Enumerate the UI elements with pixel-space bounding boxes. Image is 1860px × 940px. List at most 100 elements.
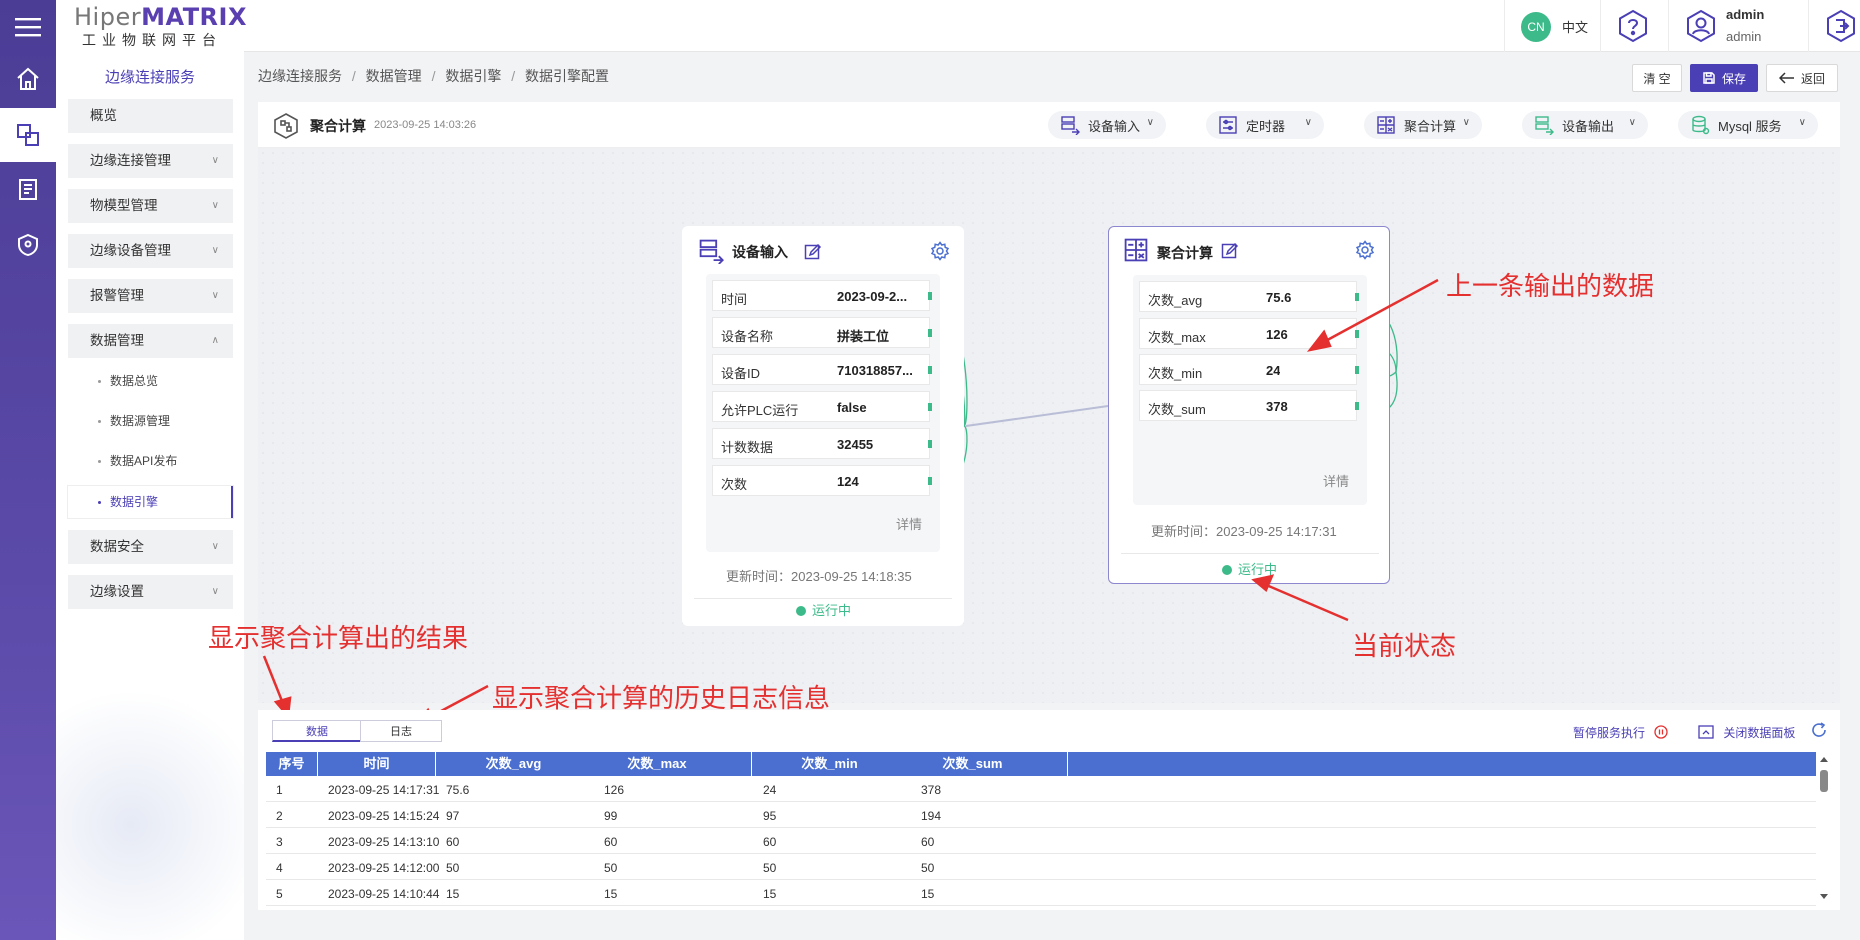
- rail-security-button[interactable]: [0, 218, 56, 272]
- column-header[interactable]: 次数_sum: [878, 752, 1068, 776]
- language-badge[interactable]: CN: [1521, 12, 1551, 42]
- detail-link[interactable]: 详情: [1323, 474, 1350, 489]
- language-label[interactable]: 中文: [1562, 20, 1589, 35]
- menu-toggle-button[interactable]: [0, 0, 56, 54]
- save-button[interactable]: 保存: [1690, 64, 1758, 92]
- output-port[interactable]: [1355, 293, 1359, 301]
- back-label: 返回: [1800, 71, 1825, 86]
- field-key: 次数: [721, 477, 748, 492]
- output-port[interactable]: [1355, 402, 1359, 410]
- submenu-item-label: 数据总览: [110, 374, 159, 388]
- update-time: 更新时间：2023-09-25 14:17:31: [1151, 524, 1337, 539]
- output-port[interactable]: [1355, 366, 1359, 374]
- breadcrumb: 边缘连接服务 / 数据管理 / 数据引擎 / 数据引擎配置: [258, 66, 609, 86]
- output-port[interactable]: [928, 477, 932, 485]
- database-icon: [1692, 115, 1710, 135]
- sidebar-item-data-management[interactable]: 数据管理∧: [68, 324, 233, 358]
- shield-icon: [18, 233, 38, 257]
- node-toolbar-title: 聚合计算: [310, 118, 366, 134]
- column-header[interactable]: 时间: [318, 752, 436, 776]
- column-header[interactable]: 次数_avg: [436, 752, 752, 776]
- device-output-dropdown[interactable]: 设备输出 ∨: [1522, 111, 1648, 139]
- cell: 24: [763, 783, 777, 797]
- update-time: 更新时间：2023-09-25 14:18:35: [726, 569, 912, 584]
- edit-icon[interactable]: [804, 243, 822, 261]
- breadcrumb-item[interactable]: 数据引擎: [445, 68, 502, 84]
- sidebar-item-data-security[interactable]: 数据安全∨: [68, 530, 233, 564]
- sidebar-item-edge-device[interactable]: 边缘设备管理∨: [68, 234, 233, 268]
- chevron-down-icon: ∨: [211, 541, 219, 552]
- device-input-dropdown[interactable]: 设备输入 ∨: [1048, 111, 1166, 139]
- gear-icon[interactable]: [930, 241, 950, 261]
- column-header[interactable]: 序号: [266, 752, 318, 776]
- user-avatar-icon[interactable]: [1684, 9, 1718, 43]
- timer-dropdown[interactable]: 定时器 ∨: [1206, 111, 1324, 139]
- table-row[interactable]: 4 2023-09-25 14:12:00 50 50 50 50: [266, 854, 1816, 880]
- help-icon[interactable]: [1616, 9, 1650, 43]
- output-port[interactable]: [1355, 330, 1359, 338]
- close-panel-button[interactable]: 关闭数据面板: [1698, 724, 1795, 741]
- detail-link[interactable]: 详情: [896, 517, 923, 532]
- edit-icon[interactable]: [1221, 242, 1239, 260]
- gear-icon[interactable]: [1355, 240, 1375, 260]
- save-icon: [1703, 72, 1715, 84]
- clear-button[interactable]: 清 空: [1632, 64, 1682, 92]
- table-scrollbar[interactable]: [1816, 752, 1832, 904]
- output-port[interactable]: [928, 329, 932, 337]
- pause-icon: [1654, 725, 1669, 739]
- back-button[interactable]: 返回: [1766, 64, 1838, 92]
- sidebar-item-overview[interactable]: 概览: [68, 99, 233, 133]
- rail-edge-button[interactable]: [0, 108, 56, 162]
- logo-accent: MATRIX: [141, 3, 247, 31]
- output-port[interactable]: [928, 366, 932, 374]
- aggregate-dropdown[interactable]: 聚合计算 ∨: [1364, 111, 1482, 139]
- chevron-down-icon: ∨: [211, 155, 219, 166]
- submenu-item-data-overview[interactable]: 数据总览: [68, 365, 233, 397]
- chevron-down-icon: ∨: [1798, 117, 1806, 128]
- output-port[interactable]: [928, 440, 932, 448]
- table-row[interactable]: 1 2023-09-25 14:17:31 75.6 126 24 378: [266, 776, 1816, 802]
- submenu-item-data-source[interactable]: 数据源管理: [68, 405, 233, 437]
- sidebar-item-thing-model[interactable]: 物模型管理∨: [68, 189, 233, 223]
- sidebar-item-alarm[interactable]: 报警管理∨: [68, 279, 233, 313]
- breadcrumb-item[interactable]: 数据管理: [365, 68, 422, 84]
- aggregate-node-icon: [274, 113, 298, 139]
- user-name[interactable]: admin: [1726, 7, 1765, 22]
- submenu-item-data-api[interactable]: 数据API发布: [68, 445, 233, 477]
- table-row[interactable]: 2 2023-09-25 14:15:24 97 99 95 194: [266, 802, 1816, 828]
- column-header[interactable]: 次数_max: [627, 756, 687, 771]
- table-row[interactable]: 5 2023-09-25 14:10:44 15 15 15 15: [266, 880, 1816, 906]
- mysql-service-dropdown[interactable]: Mysql 服务 ∨: [1678, 111, 1818, 139]
- breadcrumb-item[interactable]: 边缘连接服务: [258, 68, 342, 84]
- tab-data[interactable]: 数据: [272, 720, 362, 742]
- chevron-down-icon: ∨: [1628, 117, 1636, 128]
- logout-icon[interactable]: [1824, 9, 1858, 43]
- sidebar-item-edge-settings[interactable]: 边缘设置∨: [68, 575, 233, 609]
- output-port[interactable]: [928, 403, 932, 411]
- chevron-down-icon: ∨: [211, 200, 219, 211]
- field-row[interactable]: 设备名称拼装工位: [712, 317, 932, 348]
- rail-docs-button[interactable]: [0, 162, 56, 216]
- rail-home-button[interactable]: [0, 52, 56, 106]
- refresh-icon[interactable]: [1810, 721, 1828, 739]
- tab-log[interactable]: 日志: [360, 720, 442, 742]
- submenu-item-data-engine[interactable]: 数据引擎: [68, 486, 233, 518]
- logo-subtitle: 工业物联网平台: [82, 32, 222, 48]
- table-row[interactable]: 3 2023-09-25 14:13:10 60 60 60 60: [266, 828, 1816, 854]
- output-port[interactable]: [928, 292, 932, 300]
- pause-service-button[interactable]: 暂停服务执行: [1573, 724, 1669, 741]
- sidebar-item-edge-connection[interactable]: 边缘连接管理∨: [68, 144, 233, 178]
